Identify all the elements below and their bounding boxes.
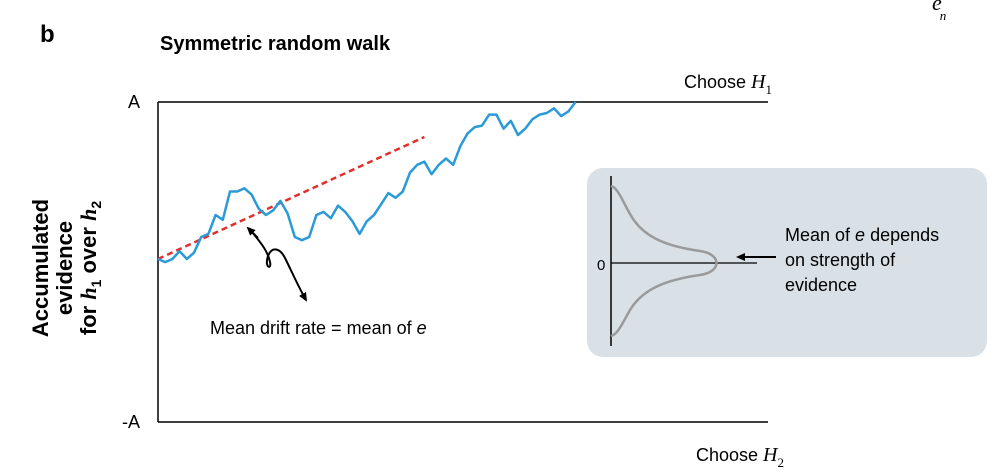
inset-background [587,168,987,357]
lower-bound-label: -A [122,412,140,432]
diagram-title: Symmetric random walk [160,33,391,55]
drift-pointer-arrow-tail [246,226,259,239]
drift-annotation: Mean drift rate = mean of e [210,318,427,338]
upper-bound-label: A [128,92,140,112]
evidence-distribution-inset: 0 Mean of e depends on strength of evide… [587,168,987,357]
gaussian-curve [610,184,718,338]
inset-text-line-1: Mean of e depends [785,225,939,245]
y-axis-line-2: evidence [52,221,77,315]
y-axis-label: Accumulated evidence for h1 over h2 [28,199,104,337]
panel-label: b [40,21,55,48]
choose-h2-label: Choose H2 [696,444,784,470]
inset-zero-label: 0 [597,257,605,274]
random-walk-trace [157,101,577,264]
y-axis-line-3: for h1 over h2 [76,201,104,335]
choose-h1-label: Choose H1 [684,71,772,97]
y-axis-line-1: Accumulated [28,199,53,337]
inset-text-line-2: on strength of [785,250,896,270]
drift-pointer-arrow [251,231,307,302]
mean-drift-line [157,135,425,261]
inset-text-line-3: evidence [785,275,857,295]
